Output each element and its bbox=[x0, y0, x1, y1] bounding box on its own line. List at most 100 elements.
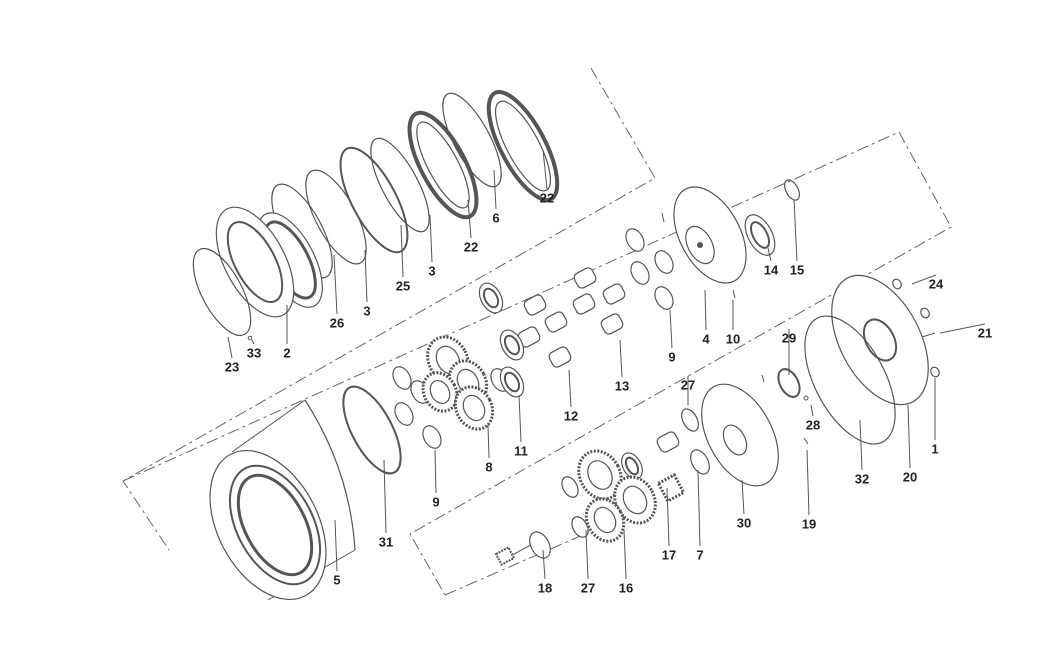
planet-pin-2 bbox=[572, 293, 596, 315]
callout-10: 10 bbox=[725, 331, 741, 347]
leader-line-31 bbox=[383, 459, 387, 534]
shaft-18-spline bbox=[529, 531, 551, 559]
plug-2 bbox=[930, 366, 940, 378]
spline-coupling-14 bbox=[744, 214, 776, 256]
needle-bearing-lower-bore bbox=[624, 456, 640, 476]
callout-9: 9 bbox=[668, 349, 676, 365]
leader-line-9 bbox=[434, 449, 437, 494]
assembly-outline-middle bbox=[122, 131, 952, 596]
planet-gear-8d-bore bbox=[462, 394, 486, 422]
callout-21: 21 bbox=[977, 325, 993, 341]
leader-line-22 bbox=[542, 149, 548, 190]
callout-13: 13 bbox=[614, 378, 630, 394]
bearing-22-inner bbox=[495, 100, 551, 192]
leader-line-3 bbox=[364, 249, 368, 303]
callout-24: 24 bbox=[928, 276, 944, 292]
housing-5-teeth bbox=[236, 473, 314, 577]
callout-28: 28 bbox=[805, 417, 821, 433]
shaft-18-end bbox=[494, 546, 516, 566]
washer-27c bbox=[571, 516, 589, 538]
bearing-22-taper bbox=[407, 110, 479, 220]
seal-25 bbox=[339, 146, 409, 254]
leader-line-7 bbox=[697, 469, 701, 547]
washer-27a bbox=[681, 408, 699, 432]
thrust-washer-9-7 bbox=[422, 425, 442, 449]
callout-25: 25 bbox=[395, 278, 411, 294]
housing-5-top-edge bbox=[231, 399, 306, 453]
callout-16: 16 bbox=[618, 580, 634, 596]
callout-11: 11 bbox=[514, 443, 528, 459]
plug-1 bbox=[920, 307, 930, 319]
planet-gear-16a-bore bbox=[587, 460, 613, 490]
o-ring-32 bbox=[804, 315, 896, 445]
callout-33: 33 bbox=[246, 345, 262, 361]
sun-gear-7 bbox=[690, 449, 710, 475]
thrust-washer-9-5 bbox=[392, 366, 412, 390]
callout-31: 31 bbox=[378, 534, 394, 550]
spline-coupling-14-bore bbox=[749, 221, 771, 249]
thrust-washer-9-1 bbox=[630, 261, 650, 285]
assembly-outline-upper bbox=[122, 67, 656, 551]
leader-line-33 bbox=[251, 339, 255, 345]
callout-7: 7 bbox=[696, 547, 704, 563]
snap-ring-15 bbox=[784, 179, 800, 201]
callout-22: 22 bbox=[539, 190, 555, 206]
housing-5-flange bbox=[209, 449, 327, 601]
callout-12: 12 bbox=[563, 408, 579, 424]
leader-line-4 bbox=[704, 289, 707, 331]
needle-bearing-11-bore-2 bbox=[503, 371, 521, 393]
planet-gear-8c-bore bbox=[429, 379, 451, 405]
callout-3: 3 bbox=[363, 303, 371, 319]
spline-17 bbox=[656, 472, 686, 504]
housing-5-body bbox=[230, 395, 370, 520]
leader-line-5 bbox=[334, 519, 338, 572]
callout-23: 23 bbox=[224, 359, 240, 375]
hub-2-flange bbox=[215, 206, 295, 318]
leader-line-30 bbox=[741, 479, 745, 515]
snap-ring-29 bbox=[777, 368, 801, 398]
planet-pin-7 bbox=[548, 346, 572, 368]
callout-27: 27 bbox=[580, 580, 596, 596]
ring-3b bbox=[305, 169, 367, 265]
callout-32: 32 bbox=[854, 471, 870, 487]
leader-line-19 bbox=[806, 449, 810, 516]
leader-line-25 bbox=[400, 224, 404, 278]
callout-15: 15 bbox=[789, 262, 805, 278]
pin-30 bbox=[761, 374, 765, 383]
leader-line-16 bbox=[623, 529, 627, 580]
leader-line-15 bbox=[793, 199, 798, 262]
thrust-washer-9-0 bbox=[625, 228, 645, 252]
o-ring-23 bbox=[192, 247, 252, 337]
planet-pin-1 bbox=[602, 283, 626, 305]
leader-line-3 bbox=[429, 214, 433, 263]
pin-19 bbox=[803, 437, 809, 445]
callout-9: 9 bbox=[432, 494, 440, 510]
leader-line-23 bbox=[227, 336, 233, 359]
callout-22: 22 bbox=[463, 239, 479, 255]
carrier-4-center bbox=[697, 242, 703, 248]
cover-20-hub bbox=[862, 318, 898, 362]
planet-pin-4 bbox=[523, 294, 547, 316]
planet-gear-16b-bore bbox=[622, 485, 648, 515]
cover-20 bbox=[831, 274, 929, 406]
callout-8: 8 bbox=[485, 459, 493, 475]
leader-line-17 bbox=[666, 487, 670, 547]
callout-1: 1 bbox=[931, 441, 939, 457]
needle-bearing-11-bore-0 bbox=[482, 287, 500, 309]
callout-26: 26 bbox=[329, 315, 345, 331]
bearing-22-taper-inner bbox=[416, 121, 470, 209]
leader-line-9 bbox=[669, 309, 673, 349]
needle-bearing-11-bore-1 bbox=[503, 334, 521, 356]
callout-6: 6 bbox=[492, 210, 500, 226]
callout-2: 2 bbox=[283, 345, 291, 361]
leader-line-8 bbox=[487, 424, 490, 459]
ball-28 bbox=[803, 395, 809, 401]
leader-line-11 bbox=[518, 394, 522, 443]
leader-line-14 bbox=[767, 247, 772, 262]
leader-line-27 bbox=[585, 529, 589, 580]
thrust-washer-9-2 bbox=[654, 250, 674, 274]
pin-21 bbox=[921, 332, 936, 338]
callout-30: 30 bbox=[736, 515, 752, 531]
